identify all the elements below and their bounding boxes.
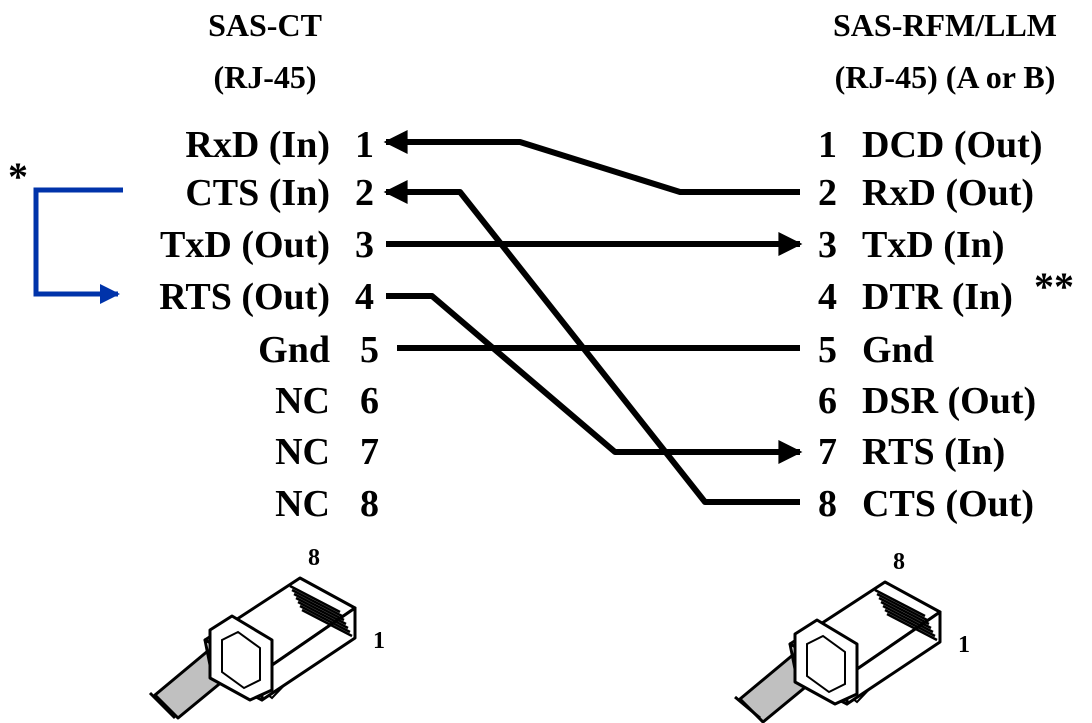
left-pin-number: 4 <box>355 276 374 318</box>
left-plug-pin8-label: 8 <box>308 545 320 571</box>
right-pin-label: DSR (Out) <box>862 380 1036 422</box>
plug-contacts <box>874 588 938 642</box>
right-connector-subtitle: (RJ-45) (A or B) <box>835 59 1056 95</box>
left-pin-label: NC <box>275 431 330 473</box>
wire-left1-right2 <box>383 130 800 195</box>
right-connector-title: SAS-RFM/LLM <box>833 7 1057 43</box>
left-pin-number: 7 <box>360 431 379 473</box>
right-pin-number: 4 <box>818 276 837 318</box>
left-pin-number: 3 <box>355 224 374 266</box>
left-pin-number: 2 <box>355 172 374 214</box>
right-pin-label: CTS (Out) <box>862 483 1034 525</box>
left-pin-list: RxD (In) 1 CTS (In) 2 TxD (Out) 3 RTS (O… <box>159 124 379 525</box>
left-plug-pin1-label: 1 <box>373 628 385 654</box>
left-pin-label: NC <box>275 483 330 525</box>
right-pin-number: 7 <box>818 431 837 473</box>
right-pin-label: Gnd <box>862 329 934 371</box>
left-rj45-plug-icon: 8 1 <box>148 545 385 720</box>
dtr-note-marker: ** <box>1034 264 1074 309</box>
right-pin-number: 6 <box>818 380 837 422</box>
right-pin-label: TxD (In) <box>862 224 1005 266</box>
left-pin-label: TxD (Out) <box>160 224 330 266</box>
left-connector-subtitle: (RJ-45) <box>213 59 316 95</box>
left-connector-title: SAS-CT <box>208 7 322 43</box>
wires <box>383 130 803 505</box>
left-pin-number: 5 <box>360 329 379 371</box>
right-pin-number: 2 <box>818 172 837 214</box>
left-pin-number: 8 <box>360 483 379 525</box>
left-pin-label: CTS (In) <box>185 172 330 214</box>
plug-contacts <box>289 584 353 638</box>
right-pin-number: 8 <box>818 483 837 525</box>
left-pin-label: RTS (Out) <box>159 276 330 318</box>
left-pin-number: 6 <box>360 380 379 422</box>
left-pin-number: 1 <box>355 124 374 166</box>
cts-rts-loopback-wire <box>33 187 123 304</box>
right-pin-number: 5 <box>818 329 837 371</box>
left-pin-label: RxD (In) <box>185 124 330 166</box>
right-pin-label: DTR (In) <box>862 276 1013 318</box>
right-pin-list: 1 DCD (Out) 2 RxD (Out) 3 TxD (In) 4 DTR… <box>818 124 1042 525</box>
right-plug-pin1-label: 1 <box>958 632 970 658</box>
right-rj45-plug-icon: 8 1 <box>734 549 970 723</box>
right-pin-number: 1 <box>818 124 837 166</box>
left-pin-label: NC <box>275 380 330 422</box>
right-pin-label: DCD (Out) <box>862 124 1042 166</box>
right-pin-label: RTS (In) <box>862 431 1005 473</box>
right-plug-pin8-label: 8 <box>893 549 905 575</box>
left-pin-label: Gnd <box>258 329 330 371</box>
right-pin-number: 3 <box>818 224 837 266</box>
right-pin-label: RxD (Out) <box>862 172 1034 214</box>
loopback-note-marker: * <box>8 154 28 199</box>
wire-left4-right7 <box>386 293 803 464</box>
